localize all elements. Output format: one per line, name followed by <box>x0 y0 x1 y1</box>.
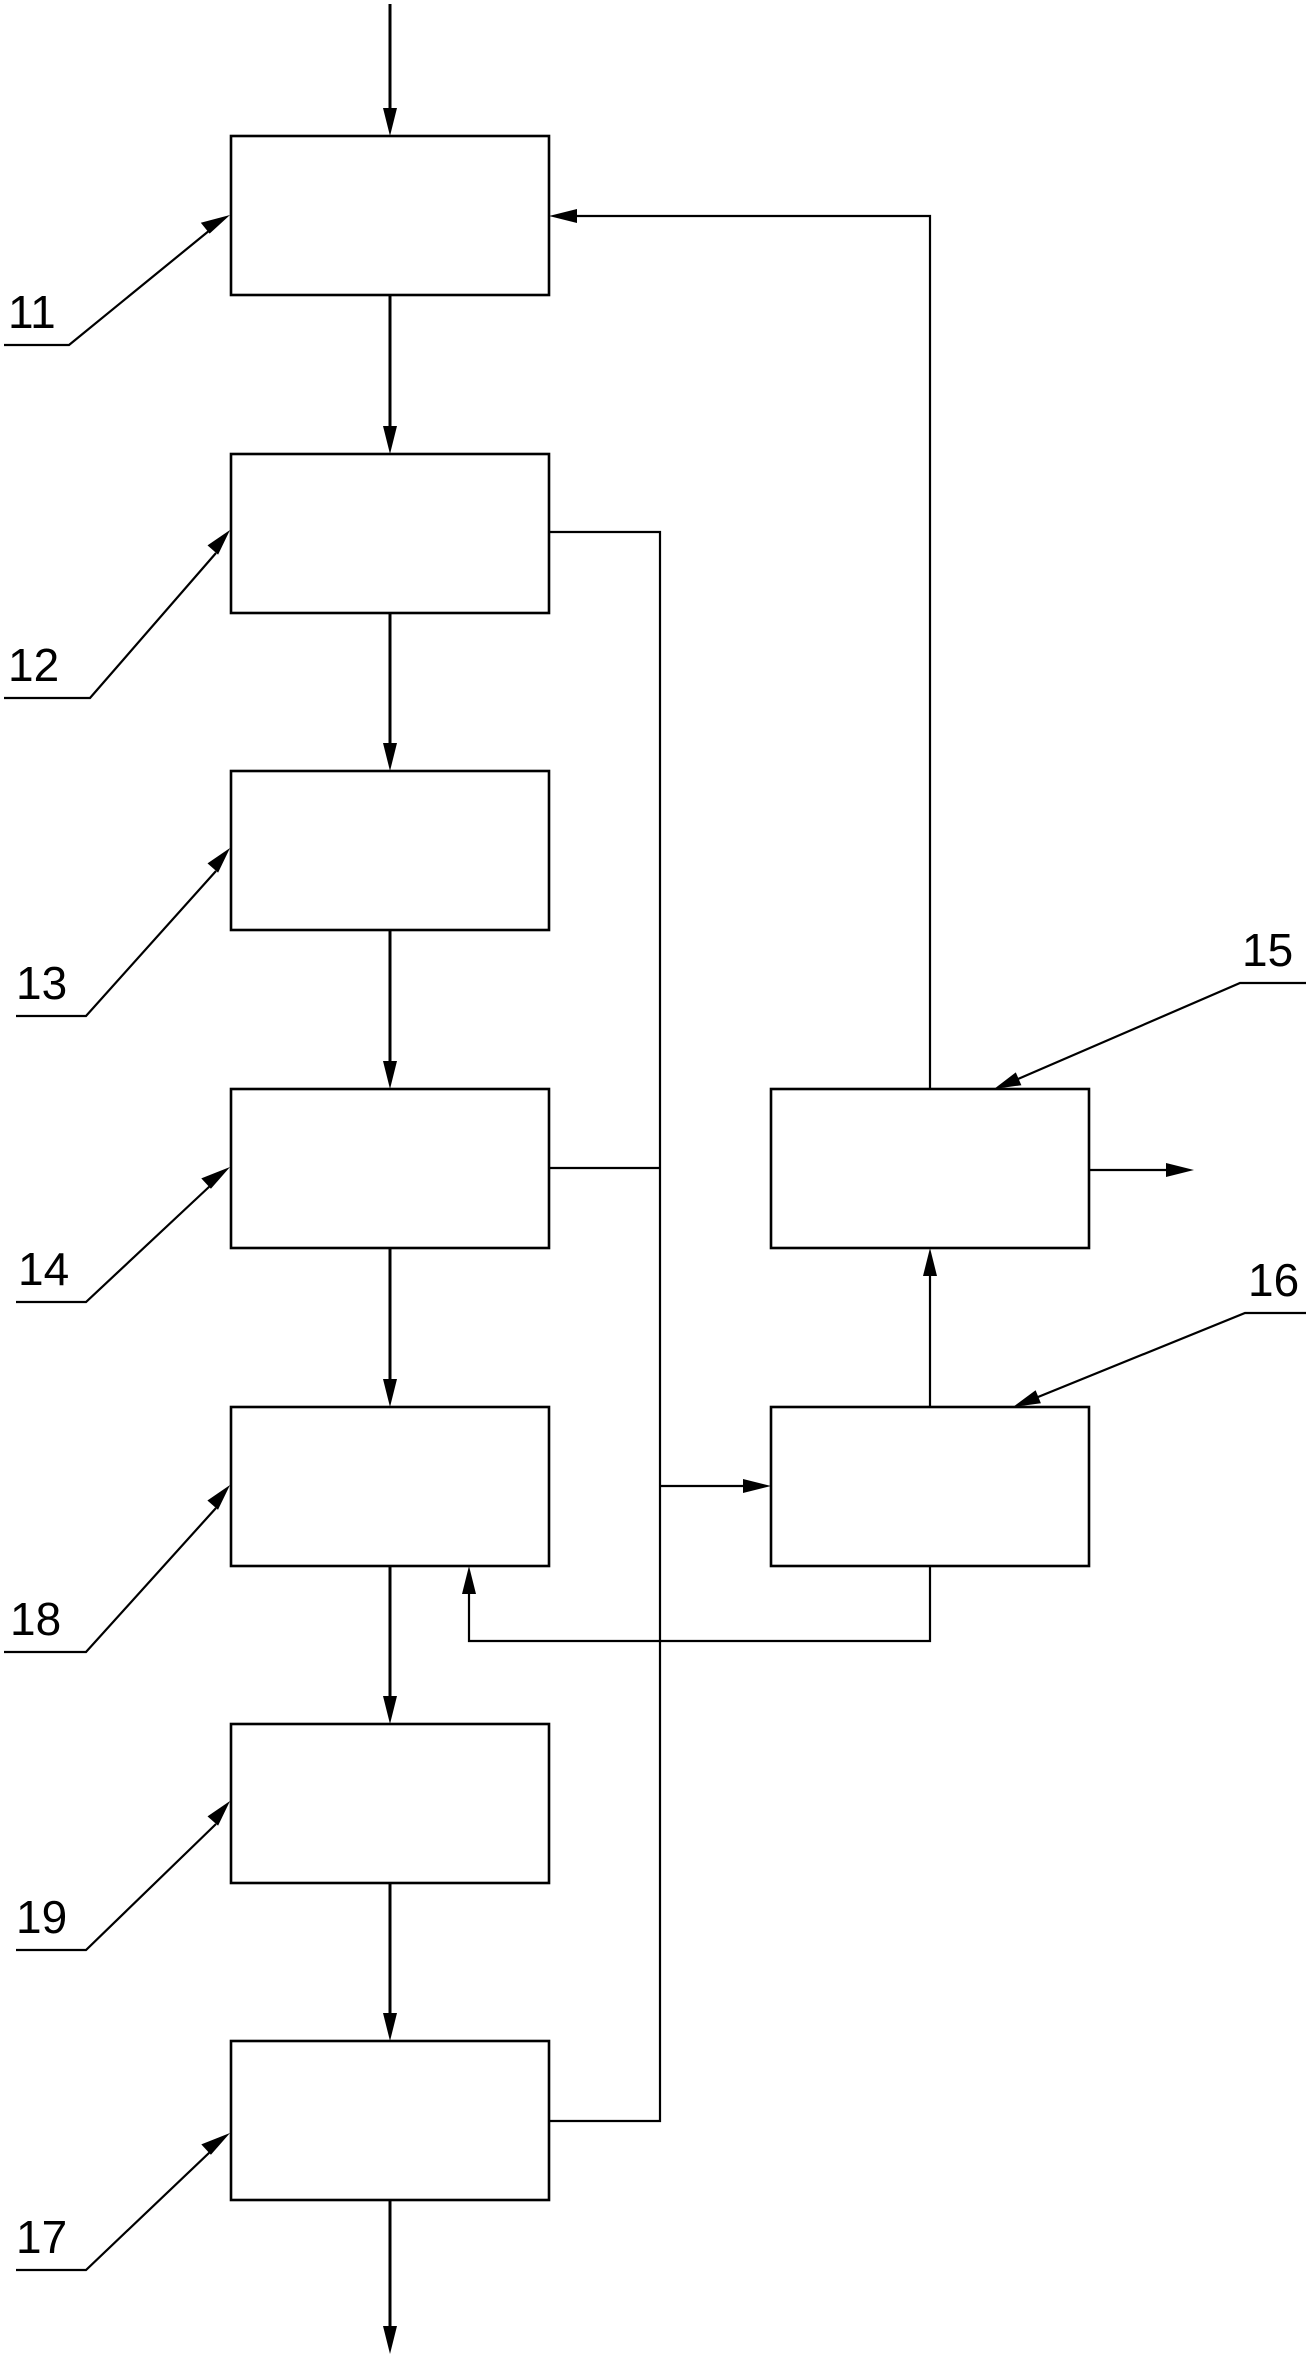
reference-labels: 11 12 13 14 18 19 17 15 16 <box>8 286 1299 2263</box>
label-11: 11 <box>8 286 56 338</box>
block-16 <box>769 1405 1091 1568</box>
label-13: 13 <box>16 957 67 1009</box>
block-13 <box>229 769 551 932</box>
block-12 <box>229 452 551 615</box>
leader-lines <box>4 215 1306 2272</box>
block-17 <box>229 2039 551 2202</box>
label-15: 15 <box>1242 924 1293 976</box>
block-18 <box>229 1405 551 1568</box>
block-15 <box>769 1087 1091 1250</box>
block-19 <box>229 1722 551 1885</box>
label-19: 19 <box>16 1891 67 1943</box>
label-12: 12 <box>8 639 59 691</box>
side-bus-lines <box>462 209 1194 2123</box>
main-flow-arrows <box>383 4 397 2354</box>
label-18: 18 <box>10 1593 61 1645</box>
block-14 <box>229 1087 551 1250</box>
block-11 <box>229 134 551 297</box>
label-17: 17 <box>16 2211 67 2263</box>
label-14: 14 <box>18 1243 69 1295</box>
label-16: 16 <box>1248 1254 1299 1306</box>
